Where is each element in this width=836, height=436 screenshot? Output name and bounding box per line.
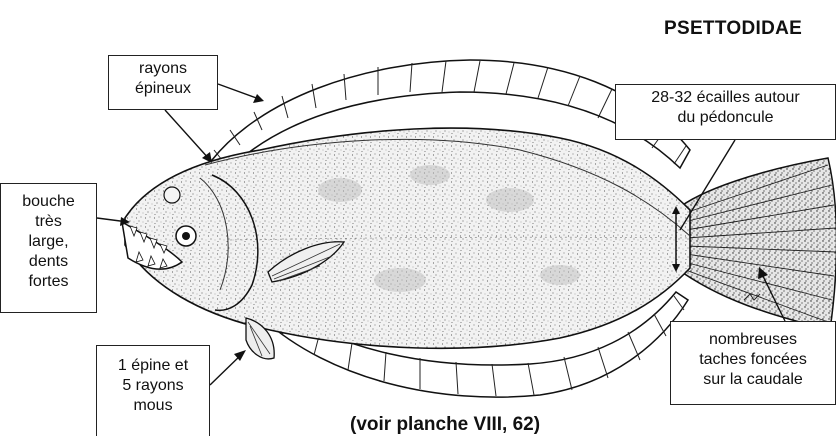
- caudal-fin: [676, 158, 836, 330]
- label-mouth: bouche très large, dents fortes: [0, 183, 97, 313]
- label-peduncle-scales: 28-32 écailles autour du pédoncule: [615, 84, 836, 140]
- label-pelvic-fin: 1 épine et 5 rayons mous: [96, 345, 210, 436]
- eye-upper: [164, 187, 180, 203]
- plate-reference: (voir planche VIII, 62): [350, 414, 540, 436]
- label-dorsal-spines: rayons épineux: [108, 55, 218, 110]
- family-title: PSETTODIDAE: [664, 18, 802, 40]
- label-caudal-spots: nombreuses taches foncées sur la caudale: [670, 321, 836, 405]
